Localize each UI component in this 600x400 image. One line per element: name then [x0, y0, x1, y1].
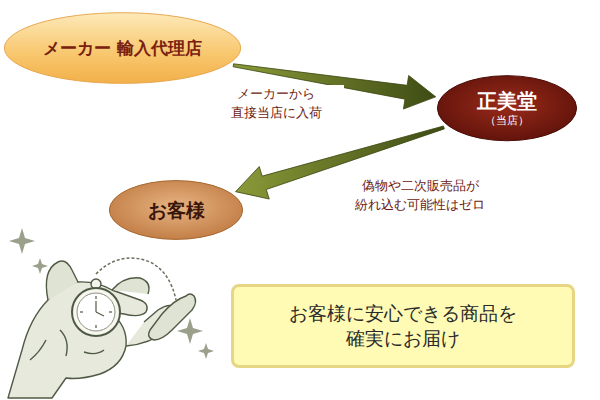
- shop-ellipse: 正美堂（当店）: [436, 75, 578, 141]
- node-title: メーカー 輸入代理店: [43, 37, 202, 59]
- node-subtitle: （当店）: [485, 114, 529, 128]
- node-title: お客様に安心できる商品を 確実にお届け: [248, 301, 558, 350]
- message-box: お客様に安心できる商品を 確実にお届け: [231, 284, 575, 368]
- edge-label: 偽物や二次販売品が 紛れ込む可能性はゼロ: [343, 177, 497, 215]
- edge-label: メーカーから 直接当店に入荷: [208, 85, 344, 123]
- hands: [8, 261, 196, 398]
- node-title: お客様: [148, 198, 205, 223]
- customer-ellipse: お客様: [108, 180, 244, 240]
- source-ellipse: メーカー 輸入代理店: [2, 12, 243, 84]
- pocket-watch: [72, 258, 176, 336]
- node-title: 正美堂: [477, 88, 537, 114]
